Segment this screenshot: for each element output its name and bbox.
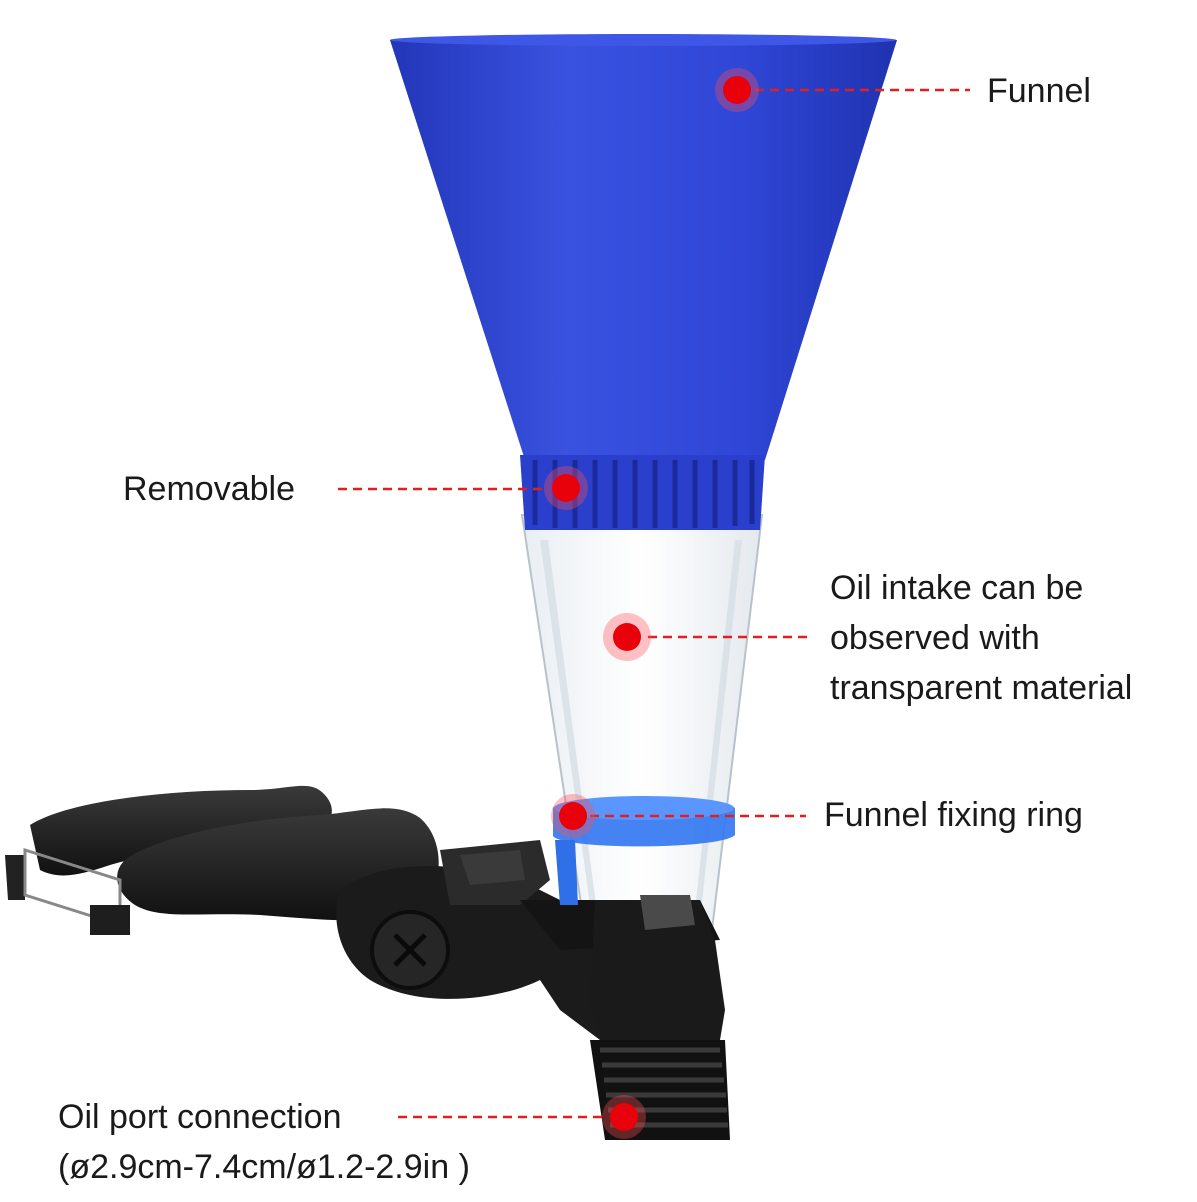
label-oil-intake: Oil intake can be observed with transpar… [830,563,1132,713]
label-oil-port-line-1: Oil port connection [58,1098,342,1136]
label-oil-intake-line-3: transparent material [830,669,1133,707]
funnel-fixing-ring [553,796,735,905]
red-dot-marker-fixing-ring [551,794,595,838]
label-oil-intake-line-2: observed with [830,619,1040,657]
red-dot-marker-oil-port [602,1095,646,1139]
label-funnel: Funnel [987,72,1091,110]
red-dot-marker-funnel [715,68,759,112]
label-oil-port: Oil port connection (ø2.9cm-7.4cm/ø1.2-2… [58,1092,470,1192]
red-dot-marker-removable [544,466,588,510]
clamp-handles [5,785,439,935]
blue-funnel [390,34,897,530]
oil-port-connector [590,895,730,1140]
red-dot-marker-oil-intake [603,613,651,661]
label-removable: Removable [123,470,295,508]
leader-lines [338,88,970,1119]
label-oil-intake-line-1: Oil intake can be [830,569,1084,607]
label-oil-port-line-2: (ø2.9cm-7.4cm/ø1.2-2.9in ) [58,1148,470,1186]
label-fixing-ring: Funnel fixing ring [824,796,1083,834]
